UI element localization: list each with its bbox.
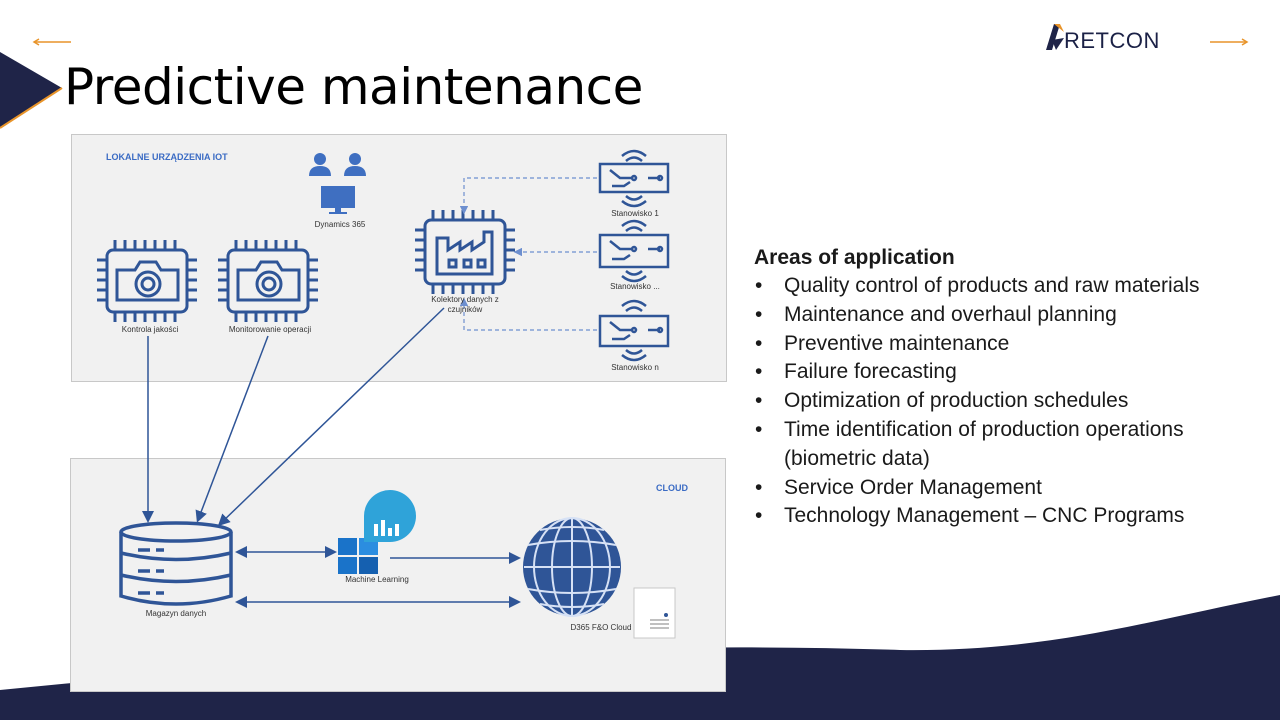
- page-title: Predictive maintenance: [64, 58, 643, 116]
- area-item-text: Failure forecasting: [784, 360, 957, 384]
- data-flow-arrows: [142, 307, 521, 608]
- title-triangle-accent: [0, 52, 62, 128]
- area-item-text: Preventive maintenance: [784, 331, 1010, 355]
- d365-cloud-label: D365 F&O Cloud: [570, 623, 632, 632]
- bullet: •: [755, 302, 763, 326]
- station-1-label: Stanowisko 1: [611, 209, 659, 218]
- station-n-sensor-icon: [598, 299, 670, 362]
- local-iot-panel-title: LOKALNE URZĄDZENIA IOT: [106, 152, 228, 162]
- station-2-label: Stanowisko ...: [610, 282, 660, 291]
- list-item: • Technology Management – CNC Programs: [754, 502, 1254, 531]
- list-item: • Time identification of production opera…: [754, 416, 1254, 474]
- bullet: •: [755, 504, 763, 528]
- list-item: • Failure forecasting: [754, 358, 1254, 387]
- left-arrow-icon: [32, 38, 71, 46]
- title-triangle-edge: [0, 87, 63, 129]
- bullet: •: [755, 360, 763, 384]
- station-1-sensor-icon: [598, 149, 670, 208]
- station-2-sensor-icon: [598, 219, 670, 283]
- data-store-database-icon: [119, 521, 233, 606]
- collectors-label-line2: czujników: [447, 305, 483, 314]
- areas-heading: Areas of application: [754, 246, 955, 269]
- quality-control-label: Kontrola jakości: [121, 325, 179, 334]
- list-item: • Preventive maintenance: [754, 330, 1254, 359]
- bullet: •: [755, 389, 763, 413]
- area-item-text: Optimization of production schedules: [784, 389, 1129, 413]
- station-dashed-connectors: [459, 177, 597, 331]
- data-store-label: Magazyn danych: [145, 609, 207, 618]
- document-icon: [633, 587, 676, 639]
- data-collectors-factory-chip-icon: [415, 210, 515, 294]
- users-icon: [309, 153, 366, 176]
- dynamics-label: Dynamics 365: [314, 220, 366, 229]
- area-item-text: Technology Management – CNC Programs: [784, 504, 1185, 528]
- station-n-label: Stanowisko n: [611, 363, 659, 372]
- bullet: •: [755, 274, 763, 297]
- collectors-label-line1: Kolektory danych z: [431, 295, 499, 304]
- machine-learning-label: Machine Learning: [345, 575, 409, 584]
- bullet: •: [755, 417, 763, 441]
- operation-monitoring-label: Monitorowanie operacji: [228, 325, 312, 334]
- operation-monitoring-camera-chip-icon: [218, 240, 318, 322]
- bullet: •: [755, 475, 763, 499]
- area-item-text: Maintenance and overhaul planning: [784, 302, 1117, 326]
- area-item-text: Service Order Management: [784, 475, 1042, 499]
- list-item: • Service Order Management: [754, 474, 1254, 503]
- machine-learning-icon: [338, 490, 416, 574]
- area-item-text: Quality control of products and raw mate…: [784, 274, 1200, 297]
- bullet: •: [755, 331, 763, 355]
- areas-of-application: Areas of application • Quality control of…: [754, 246, 1254, 531]
- monitor-icon: [321, 186, 355, 214]
- quality-control-camera-chip-icon: [97, 240, 197, 322]
- list-item: • Quality control of products and raw mat…: [754, 272, 1254, 301]
- d365-globe-icon: [523, 517, 621, 617]
- areas-list: • Quality control of products and raw mat…: [754, 272, 1254, 531]
- list-item: • Maintenance and overhaul planning: [754, 301, 1254, 330]
- logo-text: RETCON: [1064, 28, 1160, 53]
- retcon-logo-mark-icon: [1046, 24, 1064, 50]
- right-arrow-icon: [1210, 38, 1249, 46]
- area-item-text: Time identification of production operat…: [784, 417, 1184, 470]
- list-item: • Optimization of production schedules: [754, 387, 1254, 416]
- cloud-panel-title: CLOUD: [656, 483, 688, 493]
